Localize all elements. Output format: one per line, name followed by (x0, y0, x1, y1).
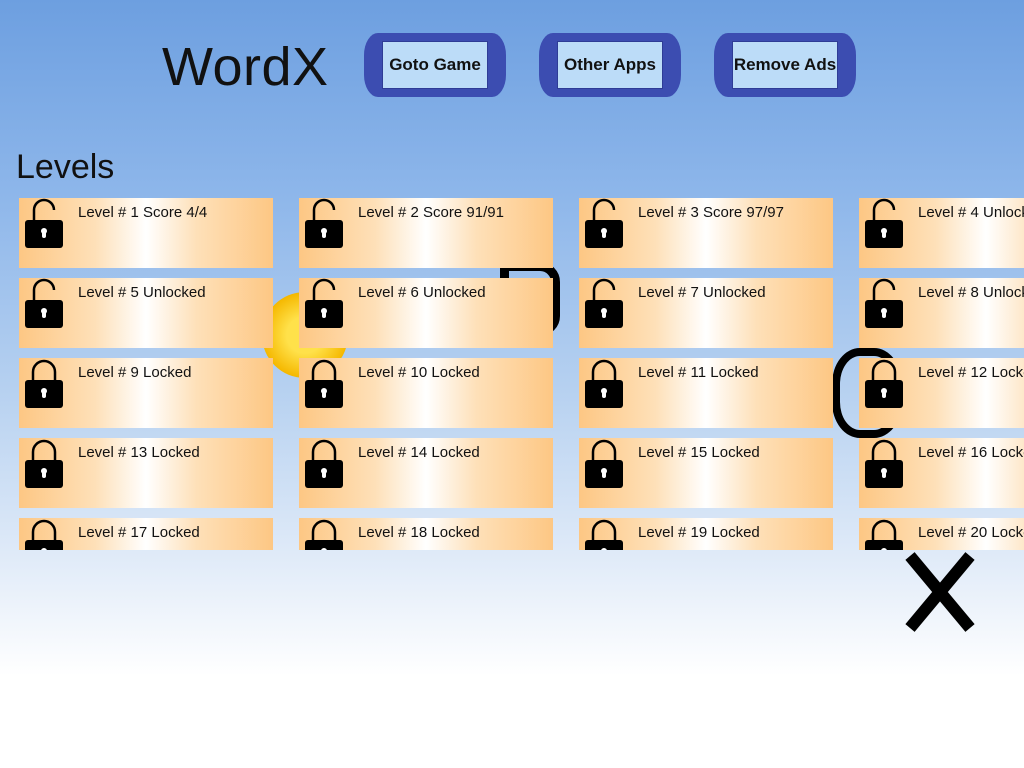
level-label: Level # 16 Locked (918, 444, 1024, 461)
level-tile-6[interactable]: Level # 6 Unlocked (299, 278, 553, 348)
level-tile-3[interactable]: Level # 3 Score 97/97 (579, 198, 833, 268)
other-apps-button[interactable]: Other Apps (539, 33, 681, 97)
decorative-letter-x-icon (905, 552, 975, 632)
level-label: Level # 8 Unlocked (918, 284, 1024, 301)
level-label: Level # 5 Unlocked (78, 284, 206, 301)
goto-game-button[interactable]: Goto Game (364, 33, 506, 97)
remove-ads-label: Remove Ads (732, 41, 838, 89)
level-label: Level # 3 Score 97/97 (638, 204, 784, 221)
app-title: WordX (162, 37, 329, 97)
level-tile-9[interactable]: Level # 9 Locked (19, 358, 273, 428)
level-tile-17[interactable]: Level # 17 Locked (19, 518, 273, 550)
level-tile-4[interactable]: Level # 4 Unlocked (859, 198, 1024, 268)
goto-game-label: Goto Game (382, 41, 488, 89)
level-tile-20[interactable]: Level # 20 Locked (859, 518, 1024, 550)
level-label: Level # 15 Locked (638, 444, 760, 461)
level-label: Level # 12 Locked (918, 364, 1024, 381)
level-tile-12[interactable]: Level # 12 Locked (859, 358, 1024, 428)
level-label: Level # 2 Score 91/91 (358, 204, 504, 221)
level-label: Level # 7 Unlocked (638, 284, 766, 301)
level-label: Level # 20 Locked (918, 524, 1024, 541)
level-tile-16[interactable]: Level # 16 Locked (859, 438, 1024, 508)
level-tile-18[interactable]: Level # 18 Locked (299, 518, 553, 550)
level-tile-2[interactable]: Level # 2 Score 91/91 (299, 198, 553, 268)
level-label: Level # 11 Locked (638, 364, 759, 381)
level-label: Level # 19 Locked (638, 524, 760, 541)
level-label: Level # 1 Score 4/4 (78, 204, 208, 221)
level-label: Level # 17 Locked (78, 524, 200, 541)
level-label: Level # 9 Locked (78, 364, 192, 381)
level-tile-13[interactable]: Level # 13 Locked (19, 438, 273, 508)
level-label: Level # 14 Locked (358, 444, 480, 461)
levels-grid: Level # 1 Score 4/4 Level # 2 Score 91/91… (0, 198, 1024, 550)
level-label: Level # 4 Unlocked (918, 204, 1024, 221)
remove-ads-button[interactable]: Remove Ads (714, 33, 856, 97)
other-apps-label: Other Apps (557, 41, 663, 89)
level-tile-1[interactable]: Level # 1 Score 4/4 (19, 198, 273, 268)
level-label: Level # 18 Locked (358, 524, 480, 541)
level-tile-15[interactable]: Level # 15 Locked (579, 438, 833, 508)
level-tile-14[interactable]: Level # 14 Locked (299, 438, 553, 508)
level-label: Level # 13 Locked (78, 444, 200, 461)
level-tile-10[interactable]: Level # 10 Locked (299, 358, 553, 428)
level-tile-11[interactable]: Level # 11 Locked (579, 358, 833, 428)
level-tile-8[interactable]: Level # 8 Unlocked (859, 278, 1024, 348)
level-tile-19[interactable]: Level # 19 Locked (579, 518, 833, 550)
level-tile-5[interactable]: Level # 5 Unlocked (19, 278, 273, 348)
level-tile-7[interactable]: Level # 7 Unlocked (579, 278, 833, 348)
level-label: Level # 10 Locked (358, 364, 480, 381)
level-label: Level # 6 Unlocked (358, 284, 486, 301)
levels-heading: Levels (16, 148, 115, 186)
